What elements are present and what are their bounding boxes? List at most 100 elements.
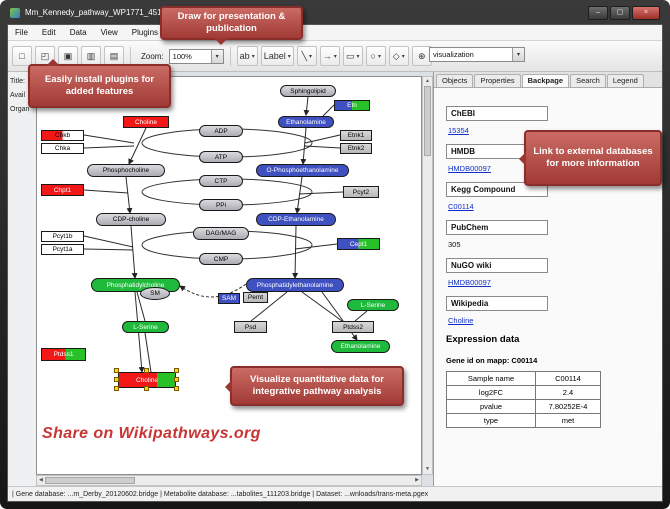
save-file-button[interactable]: ▣: [58, 46, 78, 66]
pathway-node[interactable]: ATP: [199, 151, 243, 163]
callout-link-text: Link to external databases for more info…: [533, 145, 653, 169]
backpage-link[interactable]: HMDB00097: [448, 278, 491, 287]
arrow-tool-button[interactable]: →▾: [319, 46, 340, 66]
selection-handle[interactable]: [144, 386, 149, 391]
pathway-node[interactable]: Chka: [41, 143, 84, 154]
pathway-node[interactable]: Chpt1: [41, 184, 84, 196]
vertical-scroll-thumb[interactable]: [424, 86, 431, 156]
selection-handle[interactable]: [144, 368, 149, 373]
pathway-node[interactable]: Pcyt2: [343, 186, 379, 198]
menu-bar: FileEditDataViewPluginsHelp: [8, 25, 662, 41]
menu-item-view[interactable]: View: [100, 28, 118, 37]
pathway-node[interactable]: Pcyt1a: [41, 244, 84, 255]
pathway-node[interactable]: Ptdss1: [41, 348, 86, 361]
backpage-link[interactable]: 15354: [448, 126, 469, 135]
pathway-node[interactable]: CTP: [199, 175, 243, 187]
scroll-left-icon[interactable]: ◀: [39, 477, 43, 483]
title-bar[interactable]: Mm_Kennedy_pathway_WP1771_45176.gpml – ▢…: [10, 4, 660, 21]
pathway-node[interactable]: Ethanolamine: [278, 116, 334, 128]
paste-button[interactable]: ▤: [104, 46, 124, 66]
tab-legend[interactable]: Legend: [606, 74, 644, 87]
menu-item-edit[interactable]: Edit: [41, 28, 56, 37]
pathway-node[interactable]: PPi: [199, 199, 243, 211]
pathway-node[interactable]: Ptdss2: [332, 321, 374, 333]
callout-draw: Draw for presentation & publication: [160, 6, 303, 45]
menu-item-file[interactable]: File: [15, 28, 28, 37]
pathway-node[interactable]: ADP: [199, 125, 243, 137]
copy-button[interactable]: ▥: [81, 46, 101, 66]
pathway-node[interactable]: Cept1: [337, 238, 380, 250]
tab-backpage[interactable]: Backpage: [521, 74, 570, 87]
pathway-node[interactable]: CDP-Ethanolamine: [256, 213, 336, 226]
caret-down-icon: ▾: [287, 53, 291, 60]
visualization-select[interactable]: visualization ▾: [429, 47, 525, 62]
rect-tool-button[interactable]: ▭▾: [342, 46, 363, 66]
pathway-node[interactable]: O-Phosphoethanolamine: [256, 164, 349, 177]
pathway-node[interactable]: Etnk2: [340, 143, 372, 154]
pathway-node[interactable]: SAM: [218, 293, 240, 304]
pathway-node[interactable]: Etnk1: [340, 130, 372, 141]
datanode-tool-button[interactable]: ab▾: [236, 46, 258, 66]
pathway-node[interactable]: Ethanolamine: [331, 340, 390, 353]
vertical-scrollbar[interactable]: ▲ ▼: [422, 76, 433, 475]
tab-properties[interactable]: Properties: [474, 74, 521, 87]
table-cell: met: [535, 413, 601, 428]
menu-item-data[interactable]: Data: [69, 28, 87, 37]
selection-handle[interactable]: [174, 368, 179, 373]
selection-handle[interactable]: [174, 377, 179, 382]
zoom-select[interactable]: 100%▾: [168, 48, 224, 64]
pathway-node[interactable]: L-Serine: [122, 321, 169, 333]
selection-handle[interactable]: [114, 386, 119, 391]
tab-search[interactable]: Search: [570, 74, 606, 87]
pathway-edge: [294, 176, 303, 214]
toolbar-separator: [130, 46, 131, 66]
pathway-node[interactable]: Chkb: [41, 130, 84, 141]
minimize-button[interactable]: –: [588, 5, 608, 20]
scroll-right-icon[interactable]: ▶: [415, 477, 419, 483]
pathway-edge: [136, 291, 146, 322]
pathway-edge: [298, 191, 344, 195]
scroll-down-icon[interactable]: ▼: [425, 466, 430, 472]
label-tool-button[interactable]: Label▾: [260, 46, 294, 66]
ellipse-tool-button-icon: ○: [370, 51, 376, 61]
selection-handle[interactable]: [174, 386, 179, 391]
pathway-node[interactable]: Psd: [234, 321, 267, 333]
close-button[interactable]: ×: [632, 5, 660, 20]
pathway-edge: [83, 235, 134, 248]
pathway-node[interactable]: Choline: [123, 116, 169, 128]
menu-item-plugins[interactable]: Plugins: [131, 28, 159, 37]
mim-shape-tool-button[interactable]: ◇▾: [388, 46, 409, 66]
scroll-up-icon[interactable]: ▲: [425, 78, 430, 84]
selection-handle[interactable]: [114, 377, 119, 382]
pathway-node[interactable]: Sphingolipid: [280, 85, 336, 97]
pathway-node[interactable]: L-Serine: [347, 299, 399, 311]
new-file-button[interactable]: □: [12, 46, 32, 66]
maximize-button[interactable]: ▢: [610, 5, 630, 20]
pathway-node[interactable]: SM: [140, 287, 170, 300]
pathway-edge: [83, 134, 135, 144]
backpage-link[interactable]: Choline: [448, 316, 474, 325]
line-tool-button[interactable]: ╲▾: [296, 46, 317, 66]
horizontal-scroll-thumb[interactable]: [44, 477, 135, 484]
pathway-node[interactable]: CMP: [199, 253, 243, 265]
caret-down-icon: ▾: [333, 53, 337, 60]
tab-objects[interactable]: Objects: [436, 74, 474, 87]
backpage-link[interactable]: C00114: [448, 202, 474, 211]
pathway-node[interactable]: CDP-choline: [96, 213, 166, 226]
backpage-link[interactable]: HMDB00097: [448, 164, 491, 173]
callout-arrow-left-icon: [512, 152, 526, 166]
pathway-node[interactable]: DAG/MAG: [193, 227, 249, 240]
pathway-node[interactable]: Phosphatidylethanolamine: [246, 278, 344, 292]
ellipse-tool-button[interactable]: ○▾: [365, 46, 386, 66]
pathway-node[interactable]: Etn: [334, 100, 370, 111]
callout-link-databases: Link to external databases for more info…: [519, 130, 662, 186]
horizontal-scrollbar[interactable]: ◀ ▶: [36, 475, 422, 486]
pathway-node[interactable]: Pemt: [243, 292, 268, 303]
selection-handle[interactable]: [114, 368, 119, 373]
pathway-node[interactable]: Pcyt1b: [41, 231, 84, 242]
pathway-node[interactable]: Phosphocholine: [87, 164, 165, 177]
backpage-value: 305: [448, 240, 461, 249]
